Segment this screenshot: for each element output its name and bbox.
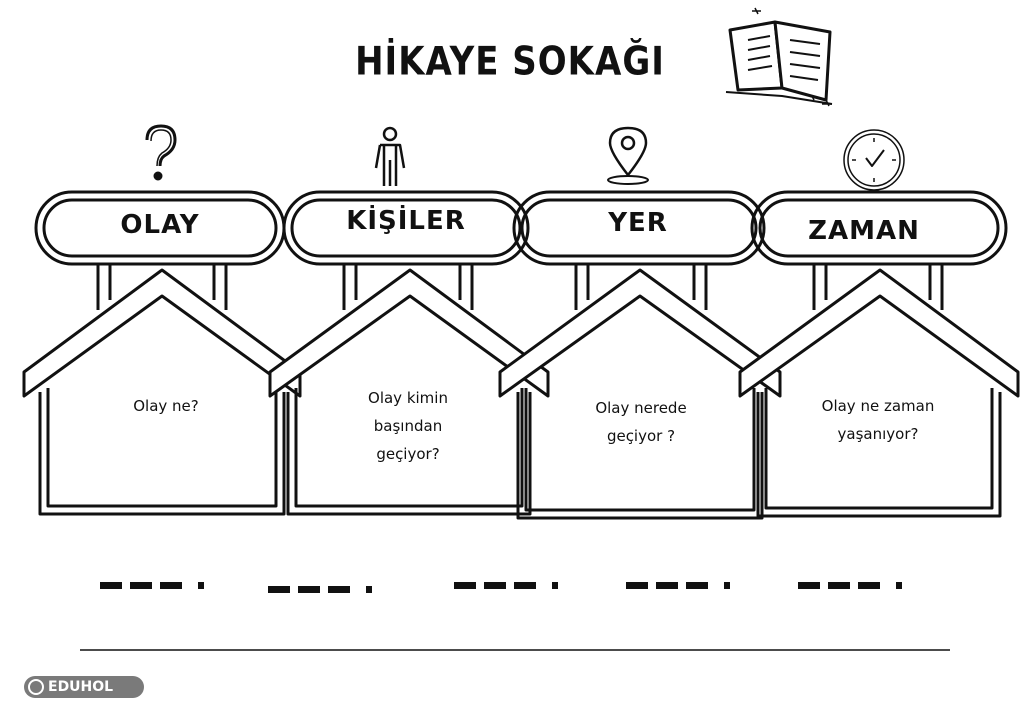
house-2: [268, 268, 550, 516]
sign-label-kisiler: KİŞİLER: [346, 206, 466, 236]
question-mark-icon: [145, 124, 177, 181]
page-title: HİKAYE SOKAĞI: [355, 39, 665, 85]
sign-label-olay: OLAY: [120, 210, 200, 240]
sign-posts: [96, 264, 944, 310]
road-dashes: [100, 582, 902, 593]
location-pin-icon: [607, 126, 649, 185]
sign-label-yer: YER: [608, 208, 668, 238]
house-3: [498, 268, 782, 520]
house-question-yer: Olay nerede geçiyor ?: [595, 399, 687, 445]
house-4: [738, 268, 1020, 518]
logo-circle-icon: [28, 679, 44, 695]
eduhol-logo: EDUHOL: [24, 676, 144, 698]
house-1: [22, 268, 302, 516]
clock-icon: [843, 129, 905, 191]
signboards: [34, 190, 1008, 266]
house-question-kisiler: Olay kimin başından geçiyor?: [368, 389, 448, 463]
logo-text: EDUHOL: [48, 679, 114, 695]
house-question-zaman: Olay ne zaman yaşanıyor?: [821, 397, 935, 443]
sign-label-zaman: ZAMAN: [808, 216, 920, 246]
house-question-olay: Olay ne?: [133, 397, 199, 415]
open-book-icon: [725, 7, 833, 107]
person-icon: [374, 126, 406, 186]
